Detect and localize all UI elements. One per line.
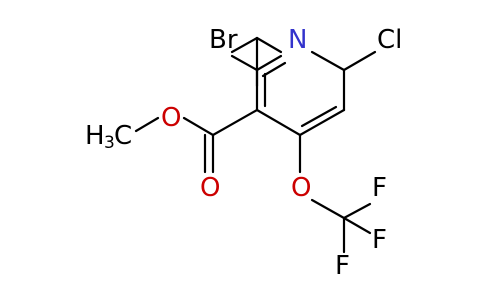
- bonds: [134, 36, 377, 254]
- atom-f-right: F: [372, 225, 387, 255]
- bond-c2-br: [230, 54, 259, 72]
- bond-oether-ch3: [134, 116, 160, 133]
- atom-o-ether: O: [161, 103, 181, 133]
- bond-cf3-fright: [342, 216, 372, 235]
- bond-br-c2: [230, 36, 259, 54]
- bond-c6-cl: [342, 50, 377, 72]
- atom-o-ocf3: O: [291, 173, 311, 203]
- bond-c5-c4-inner: [300, 105, 338, 128]
- bond-c-oether: [182, 116, 215, 137]
- methyl-c: C: [114, 121, 132, 151]
- atom-br: Br: [209, 25, 238, 55]
- bond-c2-n: [255, 54, 283, 72]
- bond-c5-c4: [298, 108, 346, 137]
- atom-cl: Cl: [377, 25, 402, 55]
- bond-c2-n-inner: [261, 61, 287, 78]
- atom-n: N: [288, 25, 307, 55]
- methyl-h: H: [85, 121, 105, 151]
- bond-n-c6: [310, 50, 346, 72]
- bond-c4-c3: [255, 108, 302, 137]
- methyl-subscript: 3: [104, 133, 115, 153]
- bond-c2-n-a: [255, 36, 283, 54]
- atom-o-carbonyl: O: [200, 173, 220, 203]
- atom-f-top: F: [372, 173, 387, 203]
- bond-cf3-ftop: [342, 202, 372, 220]
- bond-o-cf3: [310, 198, 346, 220]
- bond-c3-ccarbonyl: [211, 108, 259, 137]
- atom-f-bottom: F: [335, 251, 350, 281]
